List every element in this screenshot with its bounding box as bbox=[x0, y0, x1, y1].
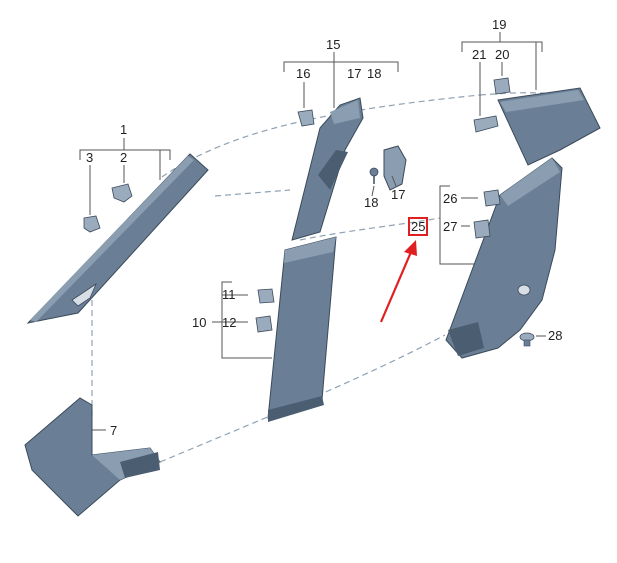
callout-21: 21 bbox=[472, 47, 486, 62]
seatbelt-guide-part-17 bbox=[383, 145, 407, 191]
highlight-arrow-shaft bbox=[379, 251, 413, 323]
plug-part-28 bbox=[519, 332, 535, 347]
clip-part-12 bbox=[255, 315, 273, 333]
clip-part-16 bbox=[297, 109, 315, 127]
callout-labels: 1 2 3 7 10 11 12 15 16 17 18 17 18 19 20… bbox=[86, 17, 562, 438]
callout-1: 1 bbox=[120, 122, 127, 137]
callout-18: 18 bbox=[364, 195, 378, 210]
callout-27: 27 bbox=[443, 219, 457, 234]
a-pillar-trim bbox=[26, 153, 209, 324]
clip-part-3 bbox=[83, 215, 101, 233]
callout-3: 3 bbox=[86, 150, 93, 165]
callout-17-top: 17 bbox=[347, 66, 361, 81]
clip-part-26 bbox=[483, 189, 501, 207]
clip-part-2 bbox=[111, 183, 133, 203]
callout-11: 11 bbox=[222, 287, 236, 302]
callout-28: 28 bbox=[548, 328, 562, 343]
callout-2: 2 bbox=[120, 150, 127, 165]
highlight-marker bbox=[379, 217, 428, 323]
callout-10: 10 bbox=[192, 315, 206, 330]
callout-17: 17 bbox=[391, 187, 405, 202]
highlight-arrow-head bbox=[404, 240, 417, 256]
c-pillar-lower-trim bbox=[445, 157, 563, 359]
clip-part-11 bbox=[257, 288, 275, 304]
callout-20: 20 bbox=[495, 47, 509, 62]
screw-part-18 bbox=[369, 167, 379, 184]
cover-part-21 bbox=[473, 115, 499, 133]
callout-25: 25 bbox=[411, 219, 425, 234]
clip-part-27 bbox=[473, 219, 491, 239]
b-pillar-upper-trim bbox=[291, 97, 364, 241]
callout-15: 15 bbox=[326, 37, 340, 52]
callout-12: 12 bbox=[222, 315, 236, 330]
highlight-box bbox=[408, 217, 428, 236]
callout-16: 16 bbox=[296, 66, 310, 81]
callout-26: 26 bbox=[443, 191, 457, 206]
callout-19: 19 bbox=[492, 17, 506, 32]
callout-18-top: 18 bbox=[367, 66, 381, 81]
callout-7: 7 bbox=[110, 423, 117, 438]
b-pillar-lower-trim bbox=[267, 236, 337, 422]
clip-part-20 bbox=[493, 77, 511, 95]
c-pillar-upper-trim bbox=[497, 87, 601, 166]
lower-a-pillar-sill-trim bbox=[24, 397, 161, 517]
leader-lines bbox=[79, 32, 546, 431]
